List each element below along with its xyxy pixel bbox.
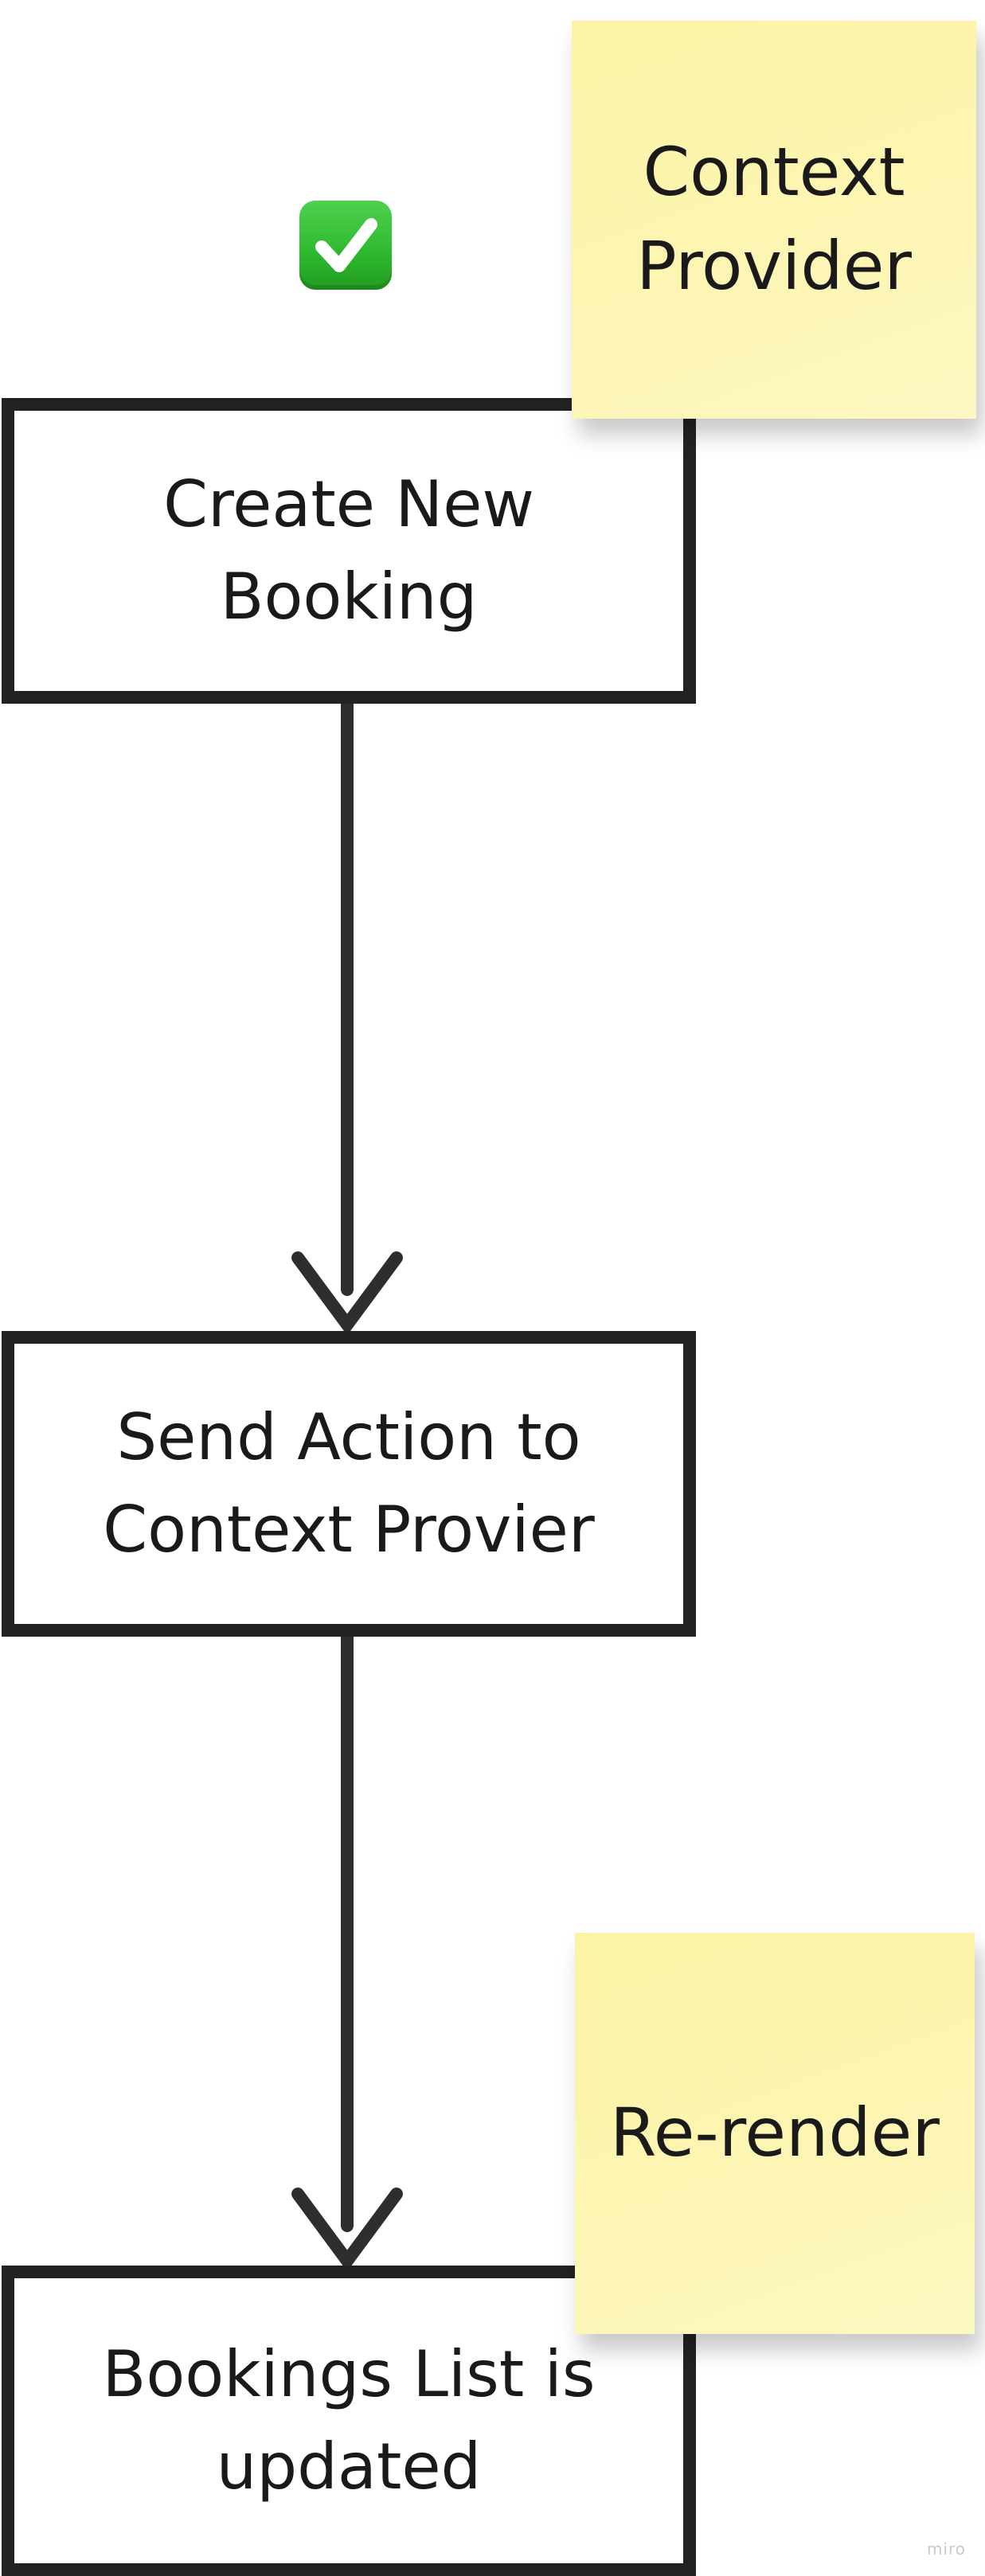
miro-watermark: miro bbox=[926, 2539, 966, 2558]
sticky-note-context-provider-line-1: Context bbox=[643, 133, 905, 212]
arrowhead-send bbox=[291, 1251, 403, 1336]
sticky-note-rerender-label: Re-render bbox=[610, 2094, 940, 2172]
sticky-note-context-provider[interactable]: Context Provider bbox=[572, 21, 976, 419]
node-create-new-booking[interactable]: Create New Booking bbox=[2, 398, 696, 704]
sticky-note-context-provider-line-2: Provider bbox=[636, 227, 912, 305]
node-send-action[interactable]: Send Action to Context Provier bbox=[2, 1331, 696, 1637]
node-bookings-line-1: Bookings List is bbox=[102, 2337, 596, 2411]
sticky-note-rerender[interactable]: Re-render bbox=[575, 1933, 975, 2334]
node-bookings-line-2: updated bbox=[216, 2430, 482, 2504]
arrowhead-bookings bbox=[291, 2188, 403, 2272]
node-create-new-booking-label: Create New Booking bbox=[163, 467, 534, 634]
node-send-action-line-2: Context Provier bbox=[103, 1493, 595, 1567]
check-mark-button-icon bbox=[299, 201, 392, 290]
node-send-action-line-1: Send Action to bbox=[116, 1400, 581, 1474]
